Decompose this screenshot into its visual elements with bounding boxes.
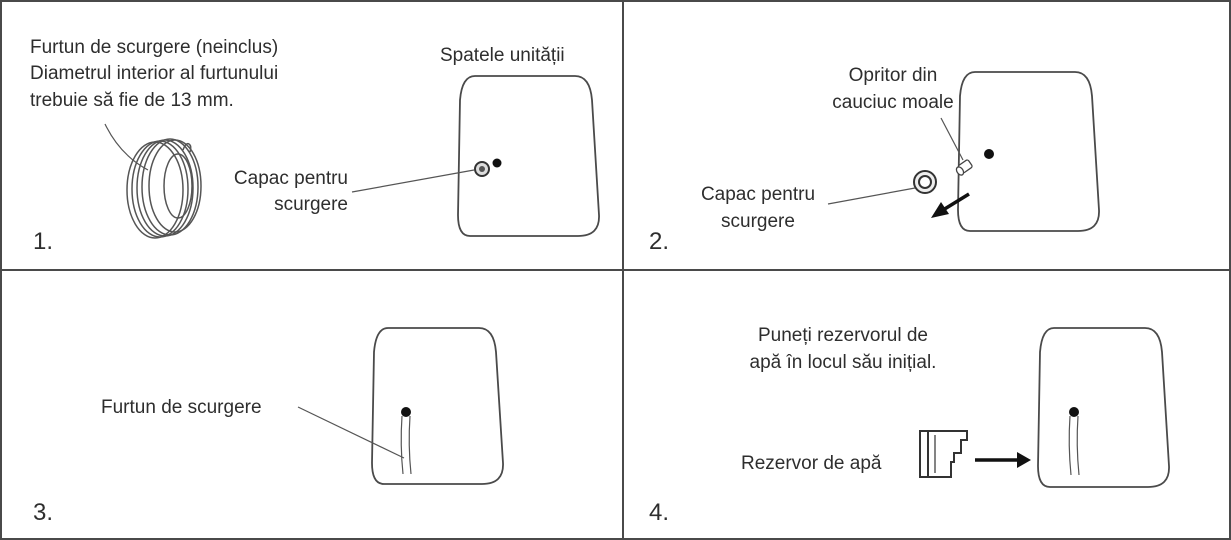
drain-cap-icon	[913, 170, 937, 194]
step-number-4: 4.	[649, 499, 670, 526]
step-number-2: 2.	[649, 228, 670, 255]
hose-note-line-3: trebuie să fie de 13 mm.	[30, 90, 234, 111]
drain-hole-icon	[401, 407, 411, 417]
step-number-3: 3.	[33, 499, 54, 526]
drain-cap-label-line-2: scurgere	[274, 194, 348, 215]
drain-cap-label-line-1: Capac pentru	[700, 184, 816, 205]
drain-hole-icon	[1069, 407, 1079, 417]
rubber-stopper-label-line-1: Opritor din	[848, 65, 938, 86]
unit-back-label: Spatele unității	[440, 45, 565, 66]
drain-cap-label-line-2: scurgere	[721, 211, 795, 232]
step-3-illustration	[297, 327, 504, 485]
drain-hole-icon	[984, 149, 994, 159]
instruction-line-1: Puneți rezervorul de	[757, 325, 929, 346]
step-4-panel: Puneți rezervorul de apă în locul său in…	[623, 270, 1231, 540]
step-3-panel: Furtun de scurgere 3.	[0, 270, 623, 540]
drain-cap-label-line-1: Capac pentru	[233, 168, 348, 189]
drain-hose-icon	[400, 415, 412, 475]
instruction-line-2: apă în locul său inițial.	[749, 352, 937, 373]
hose-note-line-2: Diametrul interior al furtunului	[30, 63, 279, 84]
unit-back-outline	[957, 71, 1100, 232]
rubber-stopper-label-line-2: cauciuc moale	[832, 92, 954, 113]
step-number-1: 1.	[33, 228, 54, 255]
hose-note-line-1: Furtun de scurgere (neinclus)	[30, 37, 279, 58]
water-tank-label: Rezervor de apă	[741, 453, 882, 474]
step-4-illustration	[919, 327, 1170, 488]
unit-back-outline	[457, 75, 600, 237]
unit-back-outline	[1037, 327, 1170, 488]
step-1-illustration	[104, 75, 600, 239]
drain-hose-label: Furtun de scurgere	[101, 397, 262, 418]
water-tank-icon	[919, 430, 968, 478]
unit-back-outline	[371, 327, 504, 485]
step-2-illustration	[827, 71, 1100, 232]
drain-hose-icon	[1068, 415, 1080, 476]
rubber-stopper-icon	[955, 159, 973, 176]
hose-coil-icon	[126, 138, 202, 239]
drain-hole-icon	[492, 158, 502, 168]
step-1-panel: Furtun de scurgere (neinclus) Diametrul …	[0, 0, 623, 270]
arrow-right-icon	[975, 452, 1031, 468]
step-2-panel: Opritor din cauciuc moale Capac pentru s…	[623, 0, 1231, 270]
arrow-down-left-icon	[931, 192, 970, 218]
